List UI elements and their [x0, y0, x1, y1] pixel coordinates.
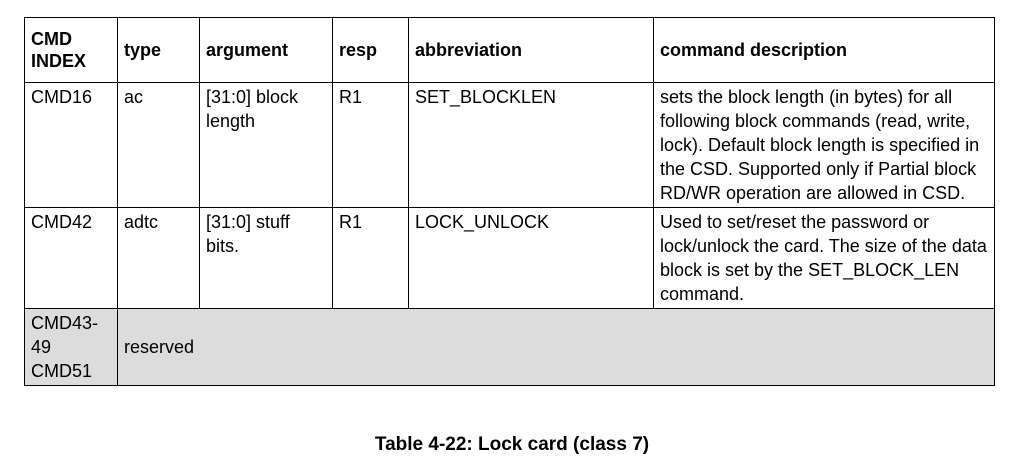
cell-type: adtc — [117, 207, 200, 309]
cell-argument: [31:0] block length — [199, 82, 333, 208]
table-row-cmd42: CMD42 adtc [31:0] stuff bits. R1 LOCK_UN… — [24, 207, 995, 309]
cell-resp: R1 — [332, 82, 409, 208]
header-argument: argument — [199, 17, 333, 83]
header-cmd-index-line1: CMD — [31, 29, 72, 49]
cell-abbreviation: LOCK_UNLOCK — [408, 207, 654, 309]
cell-resp: R1 — [332, 207, 409, 309]
cell-type: ac — [117, 82, 200, 208]
header-command-description: command description — [653, 17, 995, 83]
cell-argument: [31:0] stuff bits. — [199, 207, 333, 309]
cell-abbreviation: SET_BLOCKLEN — [408, 82, 654, 208]
table-caption: Table 4-22: Lock card (class 7) — [374, 434, 650, 455]
table-row-cmd16: CMD16 ac [31:0] block length R1 SET_BLOC… — [24, 82, 995, 208]
reserved-index-line-3: CMD51 — [31, 361, 93, 381]
header-type: type — [117, 17, 200, 83]
cell-command-description: Used to set/reset the password or lock/u… — [653, 207, 995, 309]
table-row-reserved: CMD43- 49 CMD51 reserved — [24, 308, 995, 386]
header-resp: resp — [332, 17, 409, 83]
header-cmd-index-line2: INDEX — [31, 51, 87, 71]
cell-cmd-index-reserved: CMD43- 49 CMD51 — [24, 308, 118, 386]
cell-command-description: sets the block length (in bytes) for all… — [653, 82, 995, 208]
header-abbreviation: abbreviation — [408, 17, 654, 83]
reserved-index-line-2: 49 — [31, 337, 52, 357]
reserved-index-line-1: CMD43- — [31, 313, 99, 333]
cell-reserved-label: reserved — [117, 308, 995, 386]
cell-cmd-index: CMD42 — [24, 207, 118, 309]
cell-cmd-index: CMD16 — [24, 82, 118, 208]
